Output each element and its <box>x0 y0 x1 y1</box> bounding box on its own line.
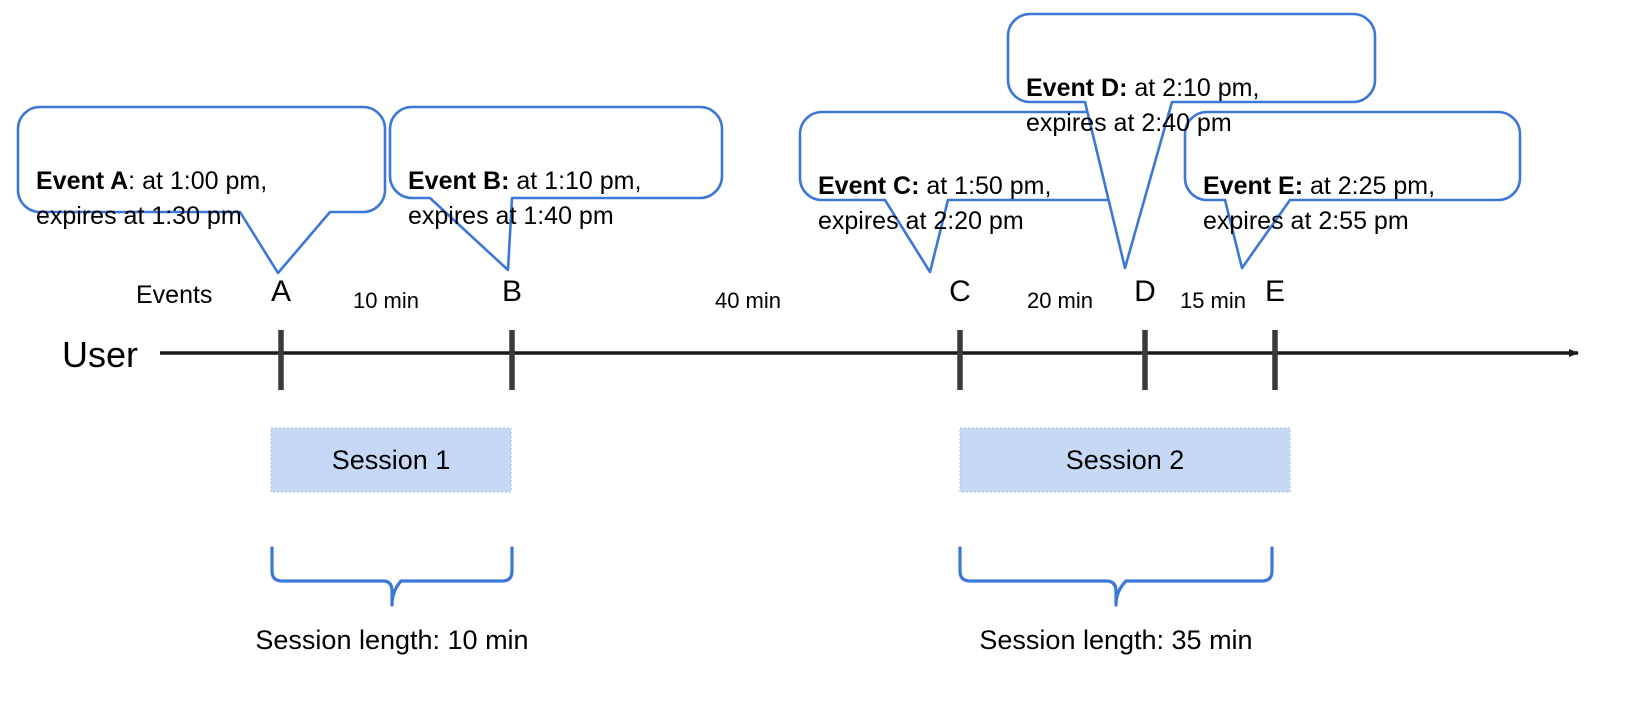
axis-events-label: Events <box>136 281 213 309</box>
callout-event-d: Event D: at 2:10 pm, expires at 2:40 pm <box>1008 25 1375 152</box>
axis-row-label-user: User <box>62 334 139 375</box>
timeline-axis <box>160 330 1579 390</box>
interval-label-a-b: 10 min <box>352 288 420 313</box>
tick-letter-b: B <box>501 275 522 308</box>
session-bar-label-1: Session 1 <box>331 445 451 475</box>
brace-session-1 <box>270 546 514 607</box>
tick-letter-d: D <box>1134 275 1156 308</box>
tick-letter-a: A <box>270 275 291 308</box>
callout-event-b-detail: at 1:10 pm, expires at 1:40 pm <box>408 166 642 231</box>
callout-event-c-name: Event C: <box>818 171 920 200</box>
interval-label-b-c: 40 min <box>714 288 782 313</box>
callout-event-c-detail: at 1:50 pm, expires at 2:20 pm <box>818 171 1052 236</box>
callout-event-e: Event E: at 2:25 pm, expires at 2:55 pm <box>1185 123 1520 250</box>
callout-shape-a <box>16 105 387 275</box>
brace-session-2 <box>958 546 1274 607</box>
callout-event-e-name: Event E: <box>1203 171 1304 200</box>
interval-label-c-d: 20 min <box>1026 288 1094 313</box>
session-length-caption-1: Session length: 10 min <box>255 625 529 655</box>
callout-event-a: Event A: at 1:00 pm, expires at 1:30 pm <box>18 118 385 245</box>
callout-event-a-name: Event A <box>36 166 129 195</box>
session-bar-label-2: Session 2 <box>1065 445 1185 475</box>
callout-event-a-detail: at 1:00 pm, expires at 1:30 pm <box>36 166 268 231</box>
callout-shape-e <box>1183 110 1522 270</box>
callout-event-b-name: Event B: <box>408 166 510 195</box>
callout-event-d-detail: at 2:10 pm, expires at 2:40 pm <box>1026 73 1260 138</box>
interval-label-d-e: 15 min <box>1179 288 1247 313</box>
callout-shape-d <box>1006 12 1377 270</box>
callout-shape-b <box>388 105 724 272</box>
session-bar-1 <box>270 427 512 493</box>
session-length-caption-2: Session length: 35 min <box>979 625 1253 655</box>
tick-letter-e: E <box>1264 275 1285 308</box>
callout-event-c: Event C: at 1:50 pm, expires at 2:20 pm <box>800 123 1135 250</box>
callout-event-a-separator: : <box>128 166 136 195</box>
session-bar-2 <box>959 427 1291 493</box>
callout-event-b: Event B: at 1:10 pm, expires at 1:40 pm <box>390 118 722 245</box>
tick-letter-c: C <box>949 275 971 308</box>
callout-event-e-detail: at 2:25 pm, expires at 2:55 pm <box>1203 171 1436 236</box>
callout-event-d-name: Event D: <box>1026 73 1128 102</box>
